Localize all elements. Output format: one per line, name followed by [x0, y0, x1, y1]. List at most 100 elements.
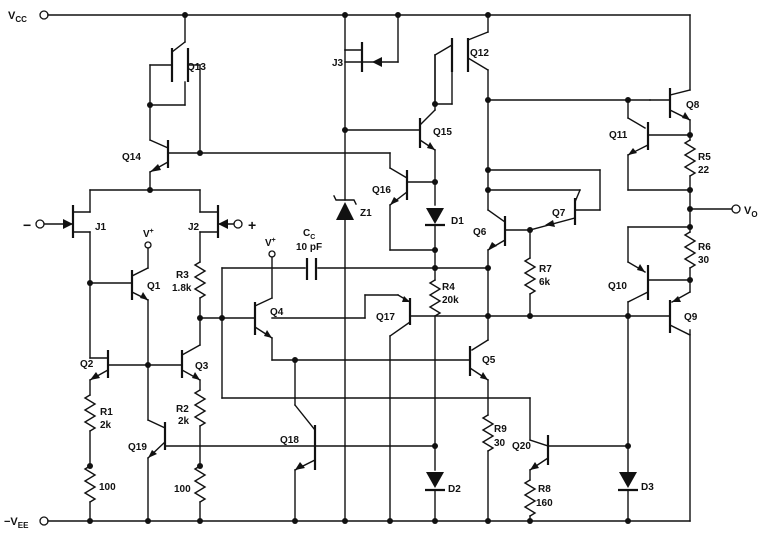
q8-transistor: Q8: [649, 88, 700, 121]
q6-label: Q6: [473, 227, 487, 238]
r4-label: R4: [442, 282, 455, 293]
d3-label: D3: [641, 482, 654, 493]
vee-label: −VEE: [4, 516, 29, 530]
q5-label: Q5: [482, 355, 496, 366]
vplus-terminal-q1[interactable]: [144, 241, 152, 249]
cc-value: 10 pF: [296, 242, 322, 253]
r8-label: R8: [538, 484, 551, 495]
compensation-capacitor: CC 10 pF: [221, 228, 531, 441]
r2-value: 2k: [178, 416, 190, 427]
q17-label: Q17: [376, 312, 395, 323]
r1-resistor: R1 2k: [84, 379, 113, 467]
q18-label: Q18: [280, 435, 299, 446]
q16-label: Q16: [372, 185, 391, 196]
q18-transistor: Q18: [280, 359, 317, 522]
r9-value: 30: [494, 438, 506, 449]
q3-transistor: Q3: [180, 344, 209, 381]
q1-transistor: V+ Q1: [89, 228, 161, 366]
j1-label: J1: [95, 222, 107, 233]
q2-label: Q2: [80, 359, 94, 370]
q14-transistor: Q14: [122, 104, 391, 191]
q8-label: Q8: [686, 100, 700, 111]
r3-resistor: R3 1.8k: [172, 261, 206, 346]
r5-resistor: R5 22: [684, 139, 711, 226]
q2-emitter-resistor: 100: [84, 465, 116, 522]
r1-label: R1: [100, 407, 113, 418]
q1-label: Q1: [147, 281, 161, 292]
q9-label: Q9: [684, 312, 698, 323]
r4-value: 20k: [442, 295, 459, 306]
z1-label: Z1: [360, 208, 372, 219]
q4-transistor: V+ Q4: [253, 237, 471, 361]
output-label: VO: [744, 205, 758, 219]
r2-label: R2: [176, 404, 189, 415]
r9-label: R9: [494, 424, 507, 435]
vplus-label-q4: V+: [265, 237, 276, 249]
z1-zener-diode: Z1: [333, 129, 372, 522]
r4-resistor: R4 20k: [429, 279, 459, 471]
q6-transistor: Q6: [473, 209, 507, 341]
q7-label: Q7: [552, 208, 566, 219]
vcc-label: VCC: [8, 10, 27, 24]
vplus-label-q1: V+: [143, 228, 154, 240]
d2-label: D2: [448, 484, 461, 495]
r7-resistor: R7 6k: [524, 229, 552, 317]
vcc-rail: VCC: [8, 10, 691, 91]
r1-value: 2k: [100, 420, 112, 431]
q2-emitter-resistor-value: 100: [99, 482, 116, 493]
noninverting-input-terminal[interactable]: [233, 219, 243, 229]
q10-transistor: Q10: [608, 226, 691, 447]
r7-label: R7: [539, 264, 552, 275]
q19-label: Q19: [128, 442, 147, 453]
vee-terminal[interactable]: [39, 516, 49, 526]
j2-label: J2: [188, 222, 200, 233]
q16-transistor: Q16: [372, 152, 436, 251]
d2-diode: D2: [425, 472, 461, 522]
j1-jfet: J1: [43, 189, 107, 284]
d1-label: D1: [451, 216, 464, 227]
q11-transistor: Q11: [609, 122, 691, 191]
q17-transistor: Q17: [364, 294, 671, 522]
r8-value: 160: [536, 498, 553, 509]
vcc-terminal[interactable]: [39, 10, 49, 20]
j3-jfet: J3: [332, 14, 399, 131]
q12-transistor: Q12: [434, 14, 489, 105]
q4-label: Q4: [270, 307, 284, 318]
q3-emitter-resistor: 100: [174, 465, 206, 522]
r6-resistor: R6 30: [684, 231, 711, 293]
noninverting-input-label: +: [248, 217, 256, 233]
inverting-input-terminal[interactable]: [35, 219, 45, 229]
q3-label: Q3: [195, 361, 209, 372]
d3-diode: D3: [618, 445, 654, 522]
q15-label: Q15: [433, 127, 452, 138]
r9-resistor: R9 30: [482, 414, 507, 522]
q13-transistor: Q13: [149, 14, 206, 154]
q9-transistor: Q9: [668, 291, 698, 336]
r3-label: R3: [176, 270, 189, 281]
q20-label: Q20: [512, 441, 531, 452]
cc-label: CC: [303, 228, 315, 241]
q13-label: Q13: [187, 62, 206, 73]
d1-diode: D1: [425, 208, 464, 281]
r2-resistor: R2 2k: [176, 379, 206, 467]
q20-transistor: Q20: [512, 435, 629, 481]
vplus-terminal-q4[interactable]: [268, 250, 276, 258]
q12-label: Q12: [470, 48, 489, 59]
q14-label: Q14: [122, 152, 141, 163]
q11-label: Q11: [609, 130, 628, 141]
r6-label: R6: [698, 242, 711, 253]
vee-rail: −VEE: [4, 329, 691, 530]
output-terminal[interactable]: [731, 204, 741, 214]
r5-value: 22: [698, 165, 710, 176]
r7-value: 6k: [539, 277, 551, 288]
r8-resistor: R8 160: [524, 479, 553, 522]
j2-jfet: J2: [188, 189, 235, 263]
q3-emitter-resistor-value: 100: [174, 484, 191, 495]
q5-transistor: Q5: [468, 339, 496, 416]
inverting-input-label: −: [23, 217, 31, 233]
q7-transistor: Q7: [529, 189, 581, 231]
j3-label: J3: [332, 58, 344, 69]
r3-value: 1.8k: [172, 283, 192, 294]
r5-label: R5: [698, 152, 711, 163]
